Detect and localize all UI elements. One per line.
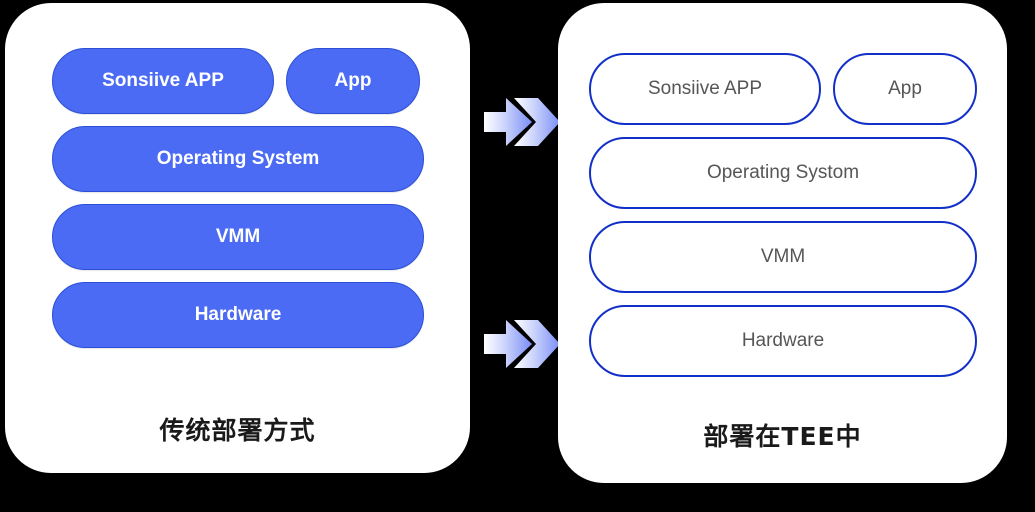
layer-row-vmm: VMM bbox=[52, 204, 424, 270]
panel-tee-deployment: Sonsiive APP App Operating Systom VMM Ha… bbox=[558, 3, 1007, 483]
layer-row-vmm: VMM bbox=[589, 221, 977, 293]
layer-row-apps: Sonsiive APP App bbox=[52, 48, 424, 114]
panel-caption-traditional: 传统部署方式 bbox=[159, 416, 316, 445]
layer-row-apps: Sonsiive APP App bbox=[589, 53, 977, 125]
layer-vmm[interactable]: VMM bbox=[52, 204, 424, 270]
layer-row-hardware: Hardware bbox=[589, 305, 977, 377]
double-chevron-arrow-top-icon bbox=[484, 94, 560, 150]
layer-label: Hardware bbox=[741, 330, 825, 351]
layer-label: Operating System bbox=[156, 148, 320, 169]
layer-row-hardware: Hardware bbox=[52, 282, 424, 348]
layer-label: App bbox=[334, 70, 372, 91]
layer-operating-system[interactable]: Operating Systom bbox=[589, 137, 977, 209]
layer-label: App bbox=[888, 78, 922, 99]
layer-row-os: Operating System bbox=[52, 126, 424, 192]
layer-app[interactable]: App bbox=[286, 48, 420, 114]
panel-caption-tee: 部署在TEE中 bbox=[703, 422, 862, 451]
layer-label: VMM bbox=[215, 226, 261, 247]
layer-vmm[interactable]: VMM bbox=[589, 221, 977, 293]
layer-label: Sonsiive APP bbox=[647, 78, 763, 99]
layer-hardware[interactable]: Hardware bbox=[52, 282, 424, 348]
double-chevron-arrow-bottom-icon bbox=[484, 316, 560, 372]
layer-label: Operating Systom bbox=[706, 162, 860, 183]
layer-row-os: Operating Systom bbox=[589, 137, 977, 209]
panel-traditional-deployment: Sonsiive APP App Operating System VMM Ha… bbox=[5, 3, 470, 473]
layer-stack-tee: Sonsiive APP App Operating Systom VMM Ha… bbox=[589, 53, 977, 377]
layer-stack-traditional: Sonsiive APP App Operating System VMM Ha… bbox=[52, 48, 424, 348]
layer-sonsiive-app[interactable]: Sonsiive APP bbox=[589, 53, 821, 125]
layer-label: Hardware bbox=[194, 304, 282, 325]
layer-label: Sonsiive APP bbox=[102, 70, 224, 91]
layer-label: VMM bbox=[760, 246, 806, 267]
layer-operating-system[interactable]: Operating System bbox=[52, 126, 424, 192]
layer-app[interactable]: App bbox=[833, 53, 977, 125]
layer-hardware[interactable]: Hardware bbox=[589, 305, 977, 377]
layer-sonsiive-app[interactable]: Sonsiive APP bbox=[52, 48, 274, 114]
